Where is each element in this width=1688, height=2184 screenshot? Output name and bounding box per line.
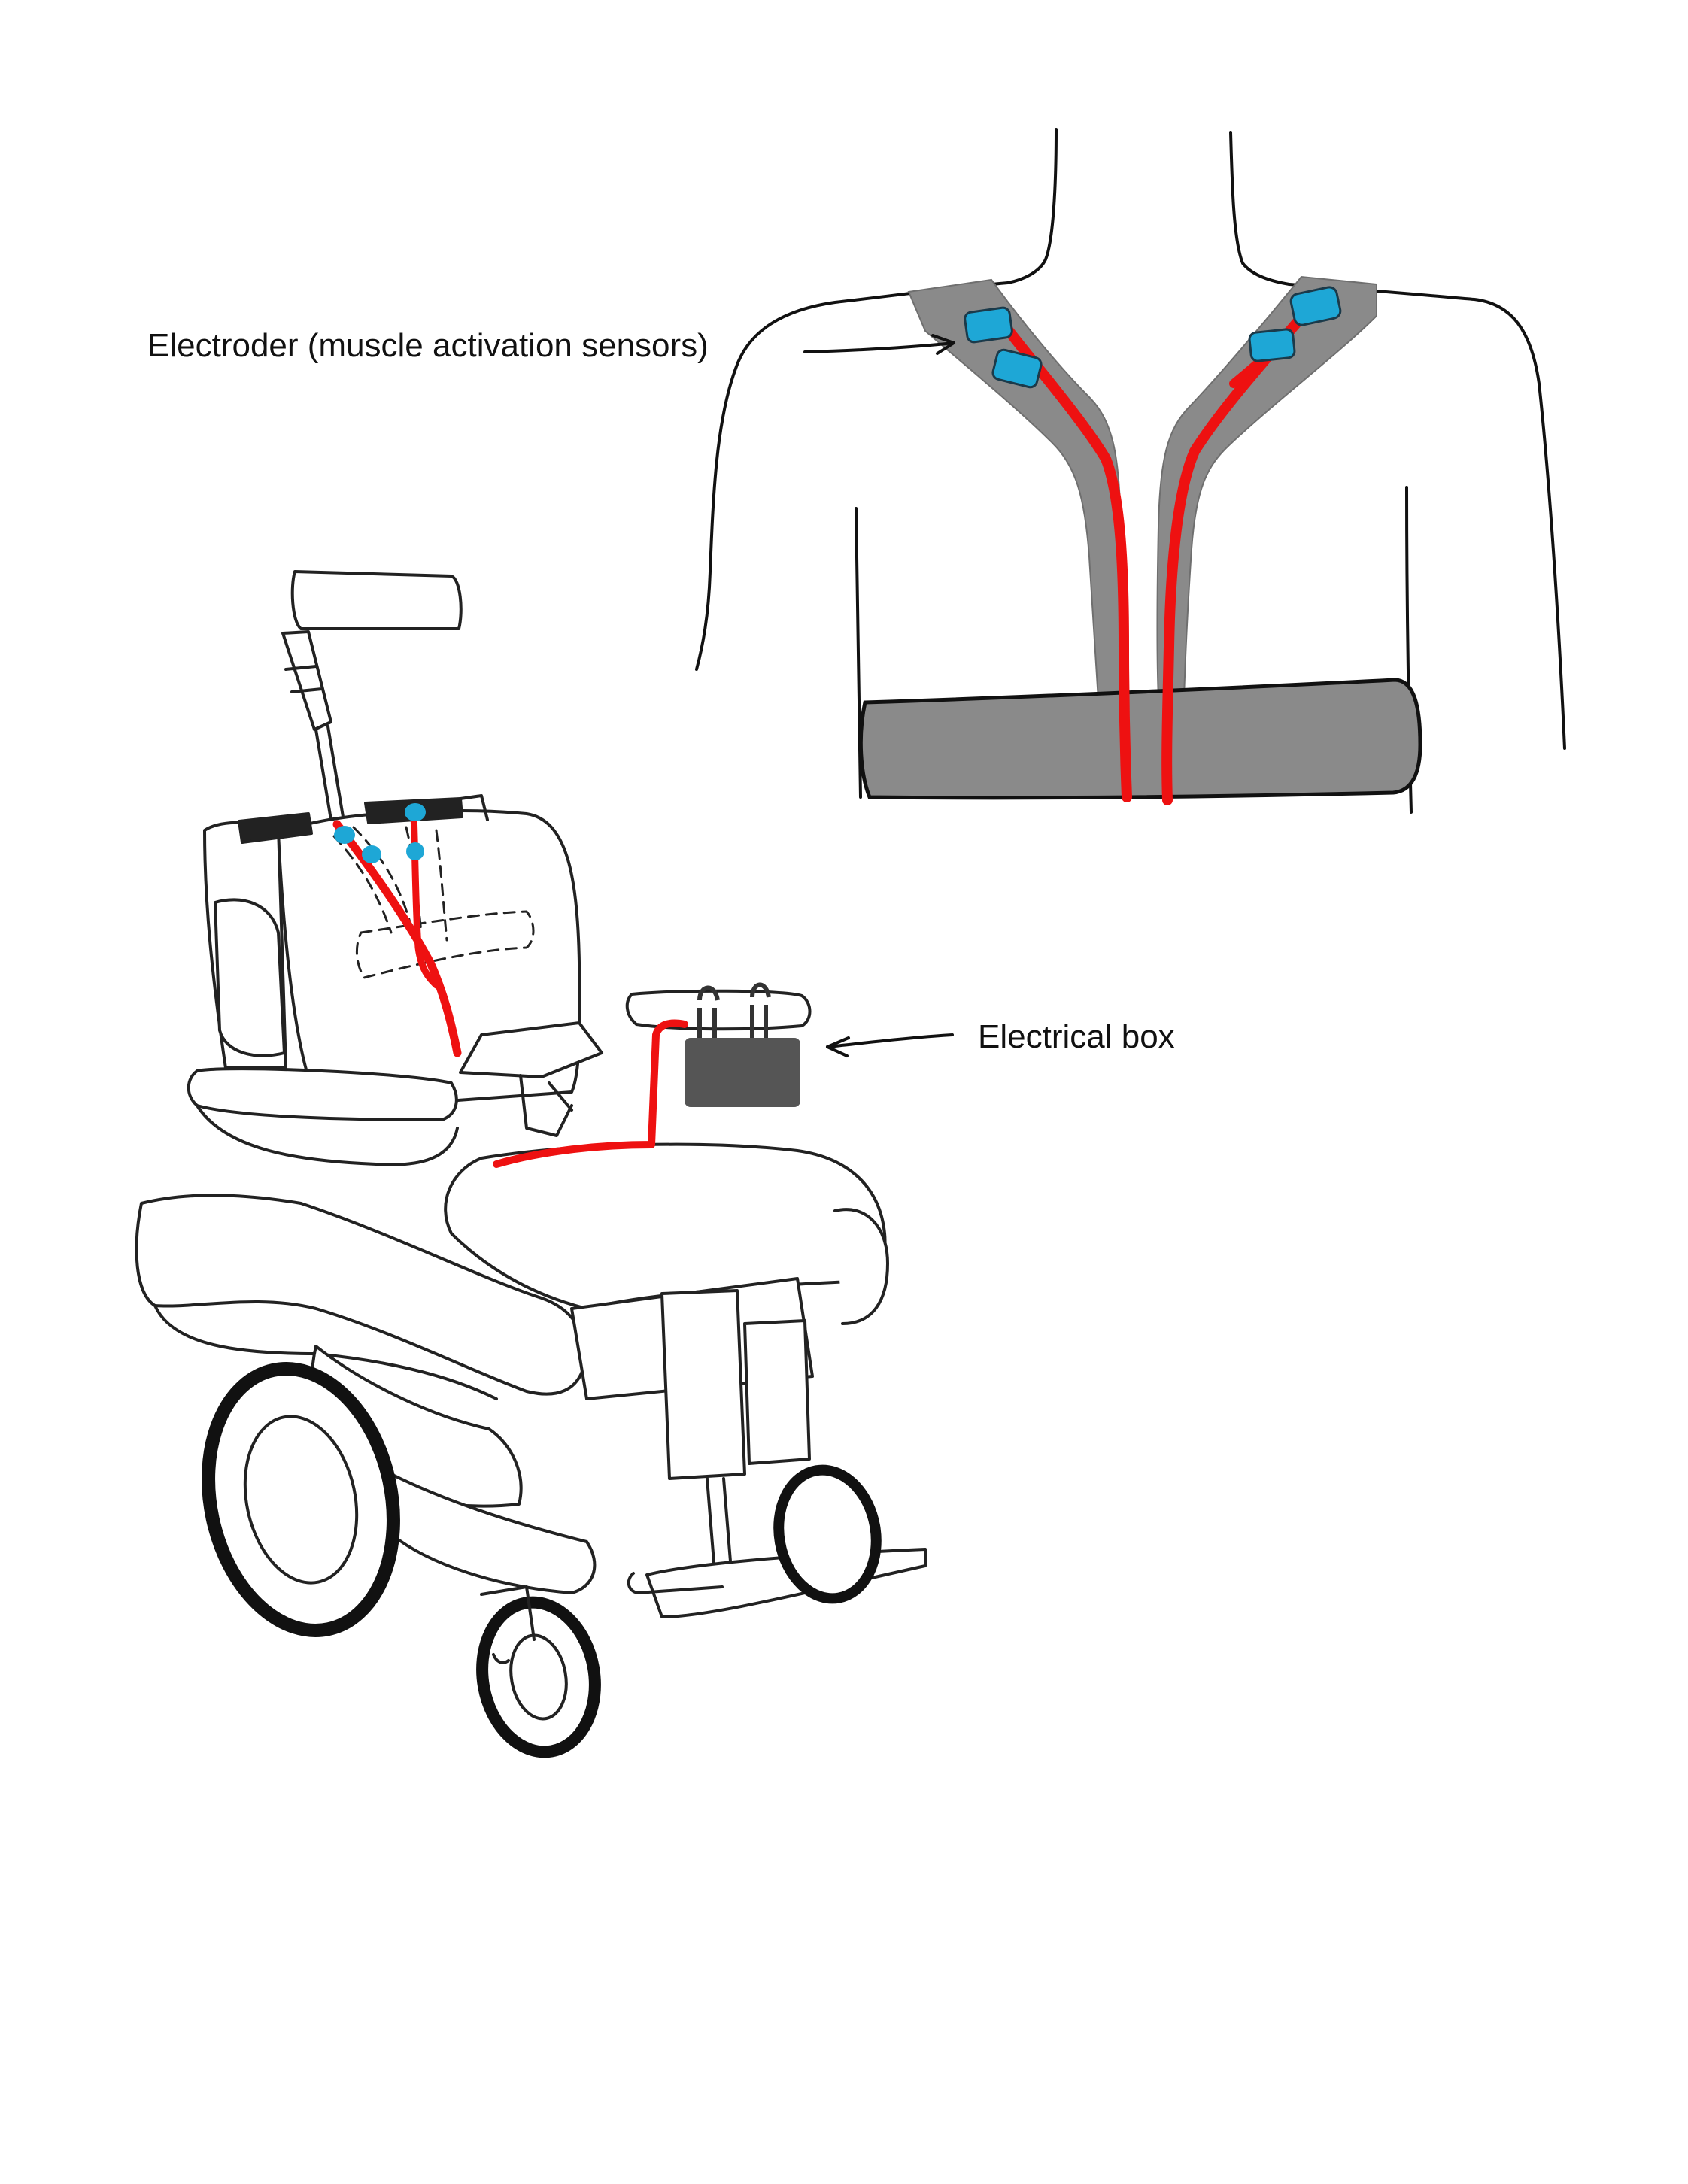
headrest-mount <box>283 632 331 730</box>
leg-rest-left <box>662 1291 745 1479</box>
electrode-right-lower-icon <box>1249 329 1295 362</box>
neck-left-line <box>1008 129 1056 283</box>
electrode-left-upper-icon <box>964 307 1013 343</box>
armrest-left <box>189 1069 457 1119</box>
electrode-arrow <box>805 335 954 353</box>
neck-right-line <box>1231 132 1289 284</box>
leg-rest-tube <box>707 1479 731 1572</box>
headrest <box>293 572 461 629</box>
wheelchair-figure <box>137 572 925 1761</box>
front-caster <box>471 1587 606 1761</box>
backrest-sensor-2-icon <box>362 845 381 863</box>
backrest-sensor-4-icon <box>406 842 424 860</box>
side-pad <box>215 899 284 1055</box>
harness-waist-belt <box>861 680 1420 798</box>
box-arrow <box>827 1035 952 1056</box>
electrode-label: Electroder (muscle activation sensors) <box>147 326 709 366</box>
leg-rest-right <box>745 1321 809 1464</box>
backrest-sensor-1-icon <box>334 826 355 844</box>
electrical-box-label: Electrical box <box>978 1018 1175 1057</box>
headrest-post <box>316 726 343 820</box>
y-harness <box>861 277 1420 800</box>
backrest-sensor-3-icon <box>405 803 426 821</box>
seat-cushion <box>445 1145 885 1309</box>
